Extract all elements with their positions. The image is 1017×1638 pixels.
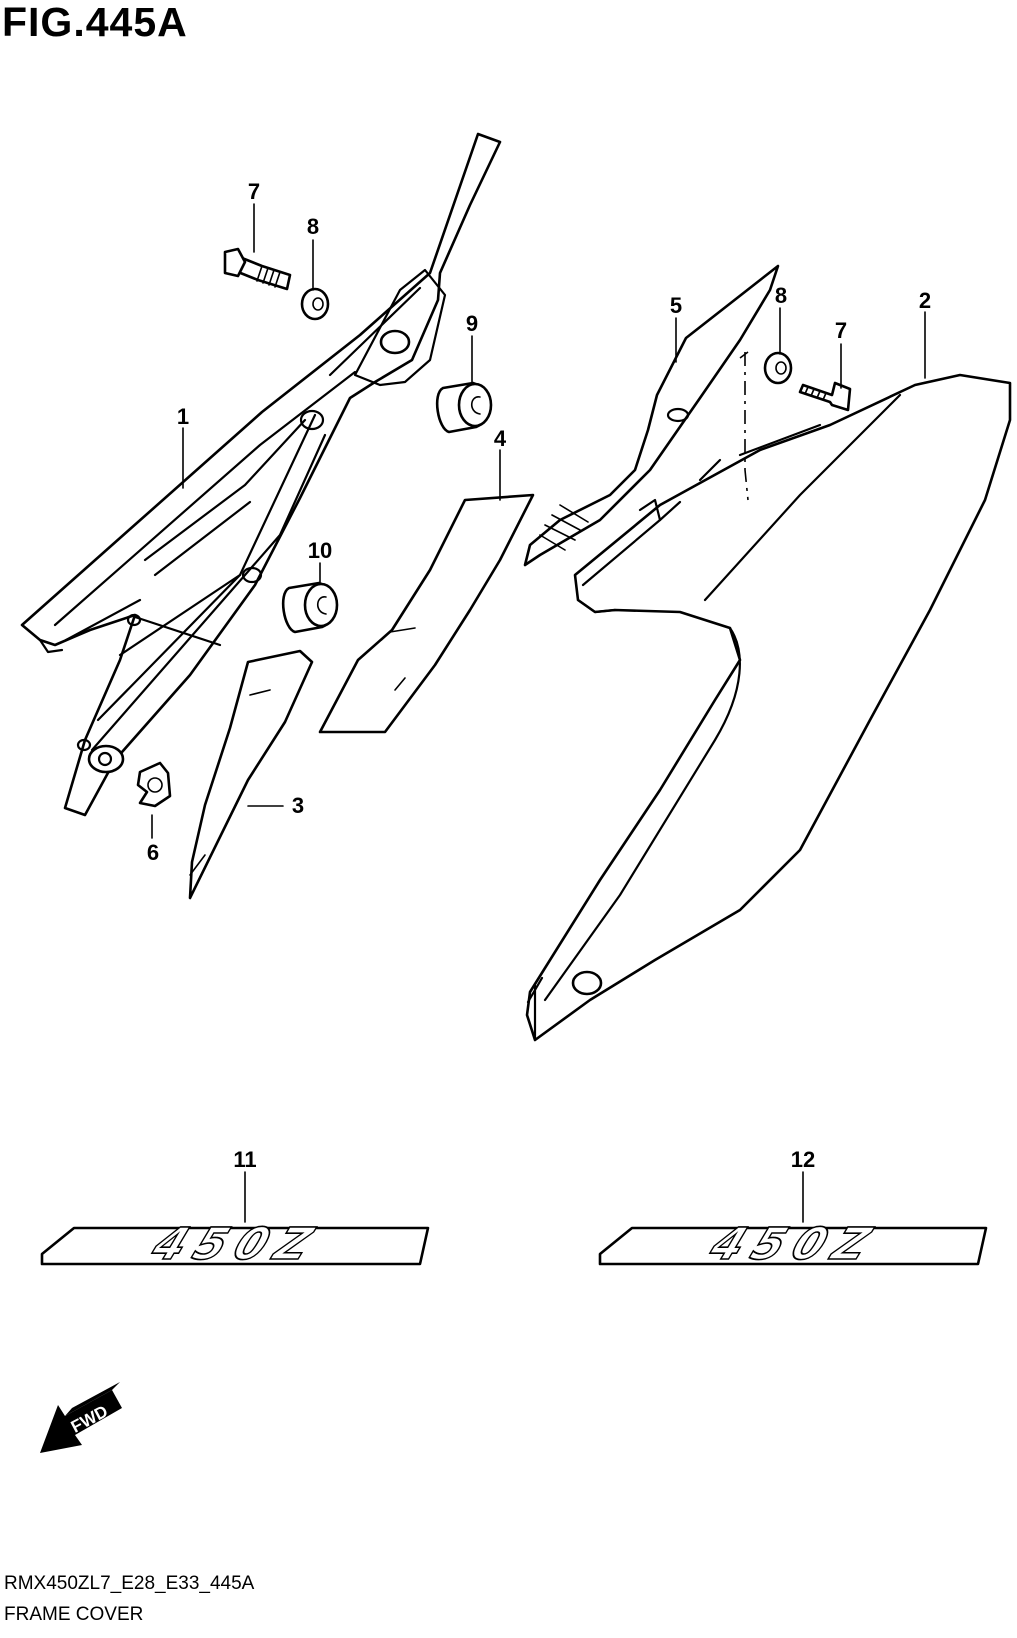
part-9-grommet (435, 381, 493, 434)
figure-title: FIG.445A (2, 0, 188, 45)
part-6-clip (136, 761, 172, 808)
part-8-washer-right (763, 351, 793, 385)
part-4-pad (318, 493, 535, 734)
callout-7b: 7 (835, 318, 847, 343)
part-7-bolt-right (798, 381, 852, 412)
callout-3: 3 (292, 793, 304, 818)
callout-4: 4 (494, 426, 507, 451)
callout-8a: 8 (307, 214, 319, 239)
fwd-arrow: FWD (40, 1382, 122, 1453)
part-3-pad (188, 649, 314, 900)
callout-10: 10 (308, 538, 332, 563)
callout-6: 6 (147, 840, 159, 865)
leader-lines (151, 203, 926, 1223)
callout-2: 2 (919, 288, 931, 313)
diagram-code: RMX450ZL7_E28_E33_445A (4, 1573, 255, 1594)
callout-12: 12 (791, 1147, 815, 1172)
emblem-text-11: 450Z (144, 1219, 329, 1270)
callout-8b: 8 (775, 283, 787, 308)
callout-9: 9 (466, 311, 478, 336)
part-1-frame-bracket (20, 132, 502, 817)
callout-5: 5 (670, 293, 682, 318)
part-12-emblem-decal: 450Z (598, 1218, 988, 1270)
emblem-text-12: 450Z (702, 1219, 887, 1270)
part-2-side-cover (525, 373, 1012, 1042)
callout-1: 1 (177, 404, 189, 429)
callout-7a: 7 (248, 179, 260, 204)
part-11-emblem-decal: 450Z (40, 1218, 430, 1270)
part-7-bolt-left (223, 247, 292, 291)
part-10-grommet (281, 581, 339, 634)
callout-11: 11 (233, 1147, 256, 1172)
diagram-name: FRAME COVER (4, 1604, 144, 1625)
part-8-washer-left (300, 287, 330, 321)
